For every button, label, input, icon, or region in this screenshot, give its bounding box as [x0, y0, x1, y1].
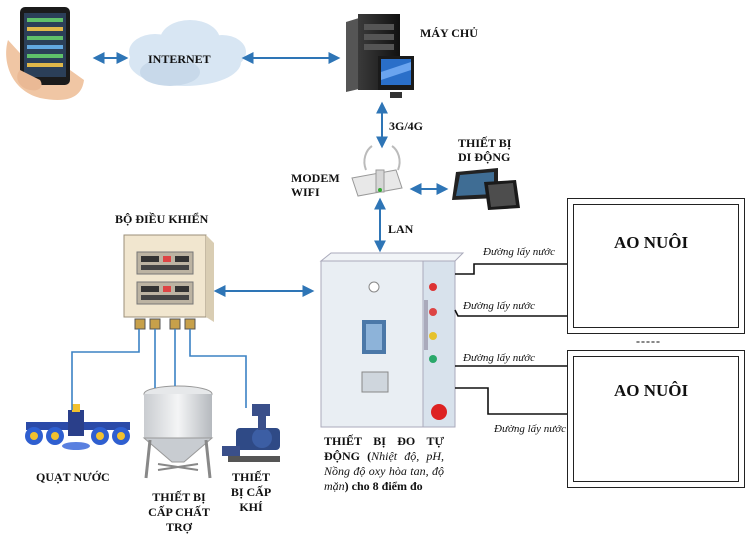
mobile-label-line1: THIẾT BỊ [458, 136, 512, 150]
pond-2: AO NUÔI [567, 350, 745, 488]
pond-2-title: AO NUÔI [614, 381, 689, 400]
feeder-label-line2: CẤP CHẤT [148, 505, 210, 519]
device-params: Nhiệt độ, pH, Nồng độ oxy hòa tan, độ mặ… [324, 449, 444, 493]
pond-1: AO NUÔI [567, 198, 745, 334]
pond-1-title: AO NUÔI [614, 233, 689, 252]
blower-label-line3: KHÍ [239, 500, 263, 514]
mobile-label-line2: DI ĐỘNG [458, 150, 511, 164]
cloud-icon [129, 20, 246, 86]
router-icon [351, 145, 403, 197]
smartphone-icon [6, 7, 85, 100]
blower-label-line2: BỊ CẤP [230, 485, 272, 499]
pipe-label-4: Đường lấy nước [494, 423, 567, 435]
blower-label-line1: THIẾT [231, 470, 270, 484]
connection-arrows [92, 52, 449, 297]
3g4g-label: 3G/4G [389, 119, 424, 133]
pond-2-inner [573, 356, 739, 482]
feeder-label-line3: TRỢ [165, 520, 192, 534]
modem-label-line2: WIFI [291, 185, 320, 199]
modem-label-line1: MODEM [291, 171, 340, 185]
tablet-phone-icon [452, 168, 520, 210]
server-icon [346, 14, 414, 98]
device-title-part2: ) cho 8 điểm đo [344, 479, 423, 493]
device-description: THIẾT BỊ ĐO TỰ ĐỘNG (Nhiệt độ, pH, Nồng … [324, 434, 444, 494]
blower-icon [222, 404, 280, 462]
water-intake-lines [454, 263, 657, 415]
pipe-label-1: Đường lấy nước [483, 246, 556, 258]
controller-label: BỘ ĐIỀU KHIỂN [115, 212, 209, 226]
feeder-tank-icon [142, 385, 214, 479]
ellipsis-label: ----- [636, 334, 661, 348]
device-title-part1: THIẾT BỊ ĐO TỰ ĐỘNG ( [324, 434, 444, 463]
aerator-label: QUẠT NƯỚC [36, 470, 110, 484]
aerator-icon [25, 404, 130, 450]
control-wires [71, 329, 247, 410]
server-label: MÁY CHỦ [420, 26, 478, 40]
pipe-label-3: Đường lấy nước [463, 352, 536, 364]
feeder-label-line1: THIẾT BỊ [152, 490, 206, 504]
controller-box [123, 234, 214, 330]
internet-label: INTERNET [148, 52, 211, 66]
pond-1-inner [573, 204, 739, 328]
measurement-cabinet [319, 252, 465, 428]
lan-label: LAN [388, 222, 414, 236]
pipe-label-2: Đường lấy nước [463, 300, 536, 312]
